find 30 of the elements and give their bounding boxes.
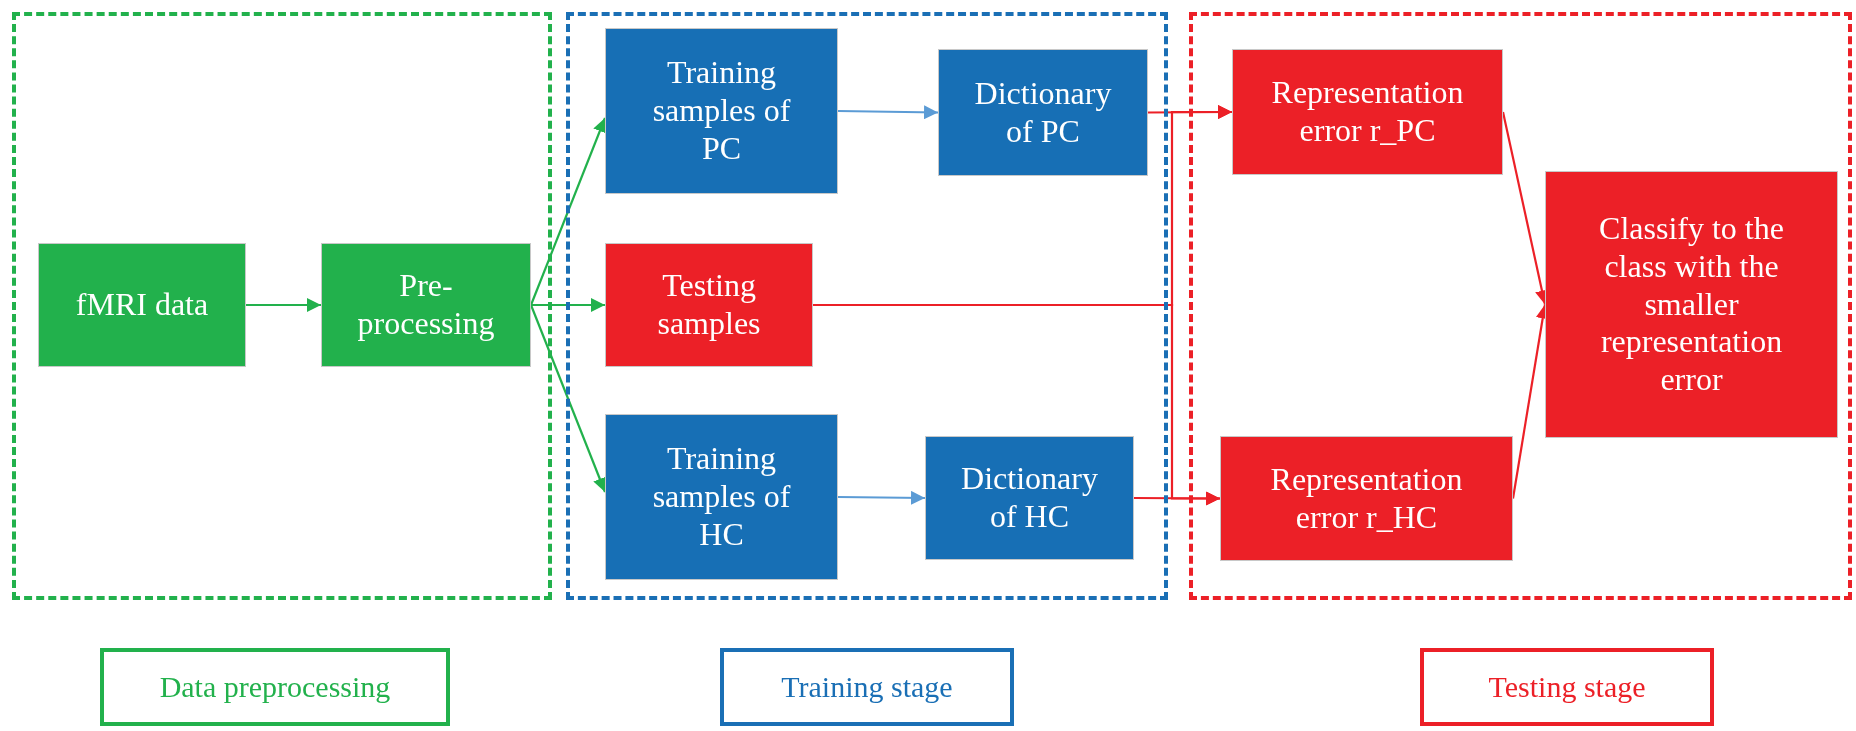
box-text: Testing samples <box>656 267 762 343</box>
process-box <box>1232 49 1503 175</box>
stage-label: Training stage <box>720 648 1014 726</box>
process-box <box>1545 171 1838 438</box>
arrow <box>529 304 607 493</box>
box-text: Classify to the class with the smaller representation error <box>1598 210 1785 399</box>
box-text: Training samples of HC <box>651 440 792 554</box>
process-box <box>321 243 531 367</box>
stage-label: Testing stage <box>1420 648 1714 726</box>
arrow <box>531 298 605 312</box>
process-box <box>605 28 838 194</box>
box-text: Dictionary of PC <box>973 74 1113 151</box>
arrow <box>529 117 607 306</box>
arrow <box>838 490 925 505</box>
process-box <box>605 243 813 367</box>
arrow <box>246 298 321 312</box>
process-box <box>1220 436 1513 561</box>
process-box <box>925 436 1134 560</box>
box-text: Pre-processing <box>356 267 496 343</box>
box-text: Training samples of PC <box>651 54 792 168</box>
arrow <box>838 105 938 120</box>
process-box <box>938 49 1148 176</box>
arrow <box>1134 491 1220 506</box>
box-text: Representation error r_PC <box>1270 74 1465 150</box>
box-text: Representation error r_HC <box>1269 460 1464 537</box>
stage-label: Data preprocessing <box>100 648 450 726</box>
box-text: Dictionary of HC <box>960 460 1099 536</box>
process-box <box>605 414 838 580</box>
box-text: fMRI data <box>75 286 209 324</box>
process-box <box>38 243 246 367</box>
